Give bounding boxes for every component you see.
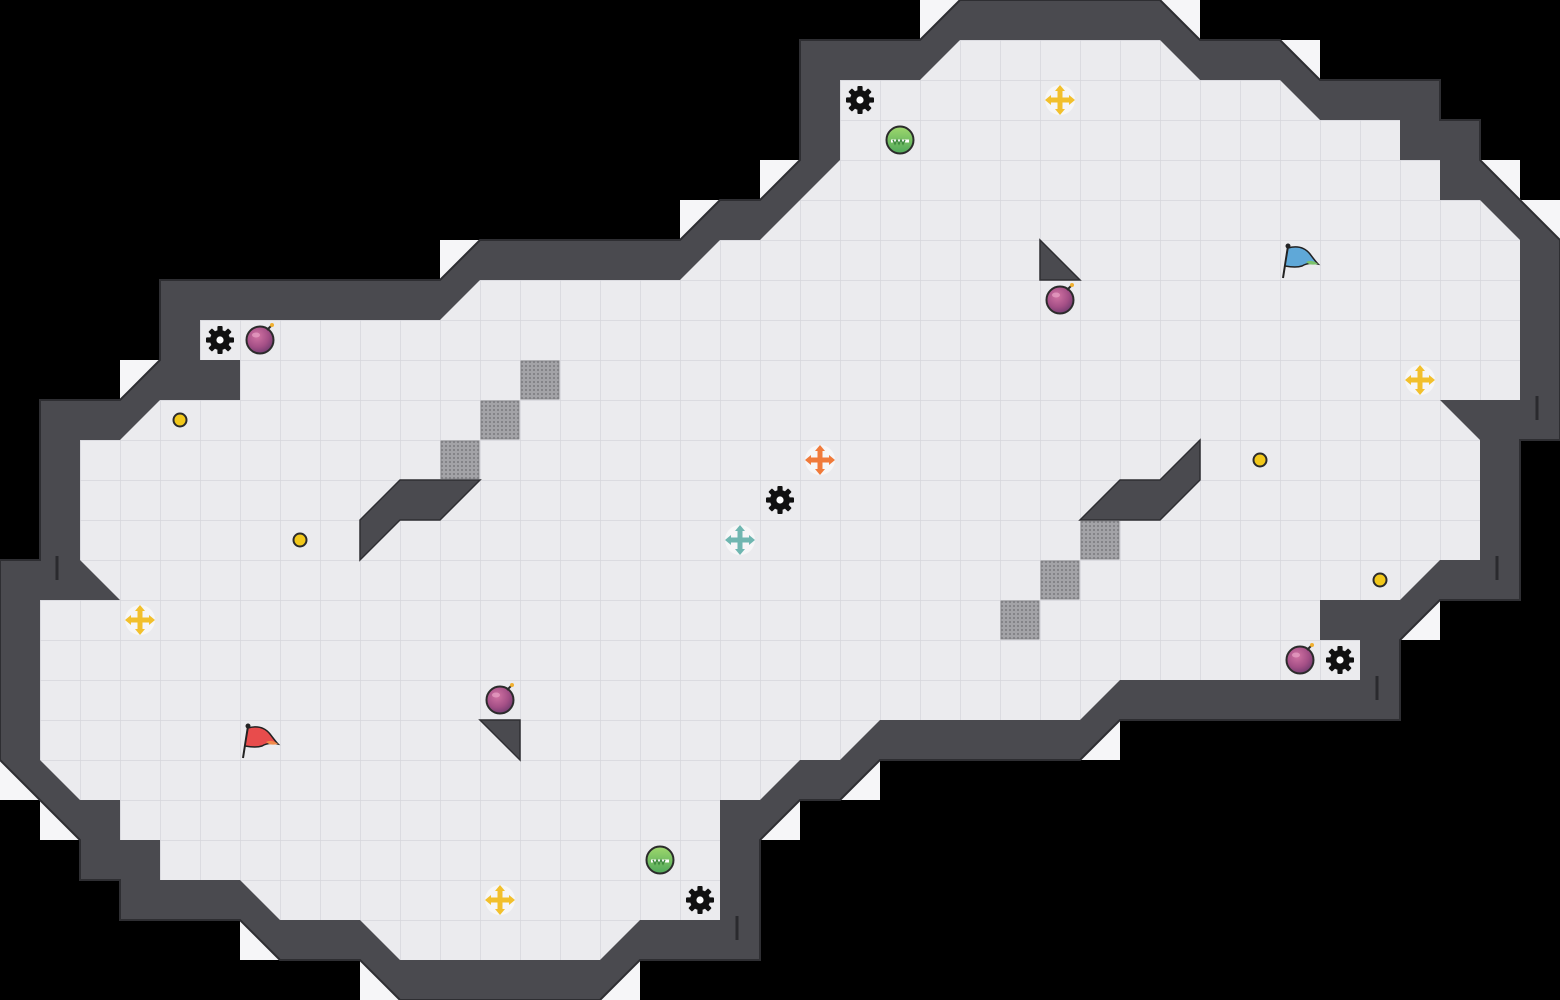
vent-block: [520, 360, 560, 400]
coin-icon[interactable]: [172, 412, 188, 428]
red-flag-icon[interactable]: [242, 723, 281, 759]
inner-wall-left: [359, 479, 482, 562]
yellow-cross-arrows-icon[interactable]: [125, 605, 155, 635]
coin-icon[interactable]: [1372, 572, 1388, 588]
interior-walls: [359, 238, 1201, 762]
gear-icon[interactable]: [846, 86, 874, 114]
teal-cross-arrows-icon[interactable]: [725, 525, 755, 555]
vent-block: [1040, 560, 1080, 600]
vent-block: [480, 400, 520, 440]
coin-icon[interactable]: [1252, 452, 1268, 468]
gear-icon[interactable]: [206, 326, 234, 354]
bomb-icon[interactable]: [1285, 643, 1315, 675]
gear-icon[interactable]: [766, 486, 794, 514]
vent-block: [1000, 600, 1040, 640]
yellow-cross-arrows-icon[interactable]: [1045, 85, 1075, 115]
gear-icon[interactable]: [686, 886, 714, 914]
shield-orb-icon[interactable]: [645, 845, 675, 875]
vent-block: [440, 440, 480, 480]
coin-icon[interactable]: [292, 532, 308, 548]
bomb-icon[interactable]: [245, 323, 275, 355]
vent-blocks: [440, 360, 1120, 640]
inner-wall-right: [1078, 438, 1201, 521]
shield-orb-icon[interactable]: [885, 125, 915, 155]
orange-cross-arrows-icon[interactable]: [805, 445, 835, 475]
blue-flag-icon[interactable]: [1282, 243, 1321, 279]
vent-block: [1080, 520, 1120, 560]
gear-icon[interactable]: [1326, 646, 1354, 674]
yellow-cross-arrows-icon[interactable]: [485, 885, 515, 915]
bomb-icon[interactable]: [1045, 283, 1075, 315]
wedge-bottom: [478, 719, 521, 762]
wedge-top: [1039, 238, 1082, 281]
bomb-icon[interactable]: [485, 683, 515, 715]
yellow-cross-arrows-icon[interactable]: [1405, 365, 1435, 395]
wall-notches: [55, 396, 1539, 940]
